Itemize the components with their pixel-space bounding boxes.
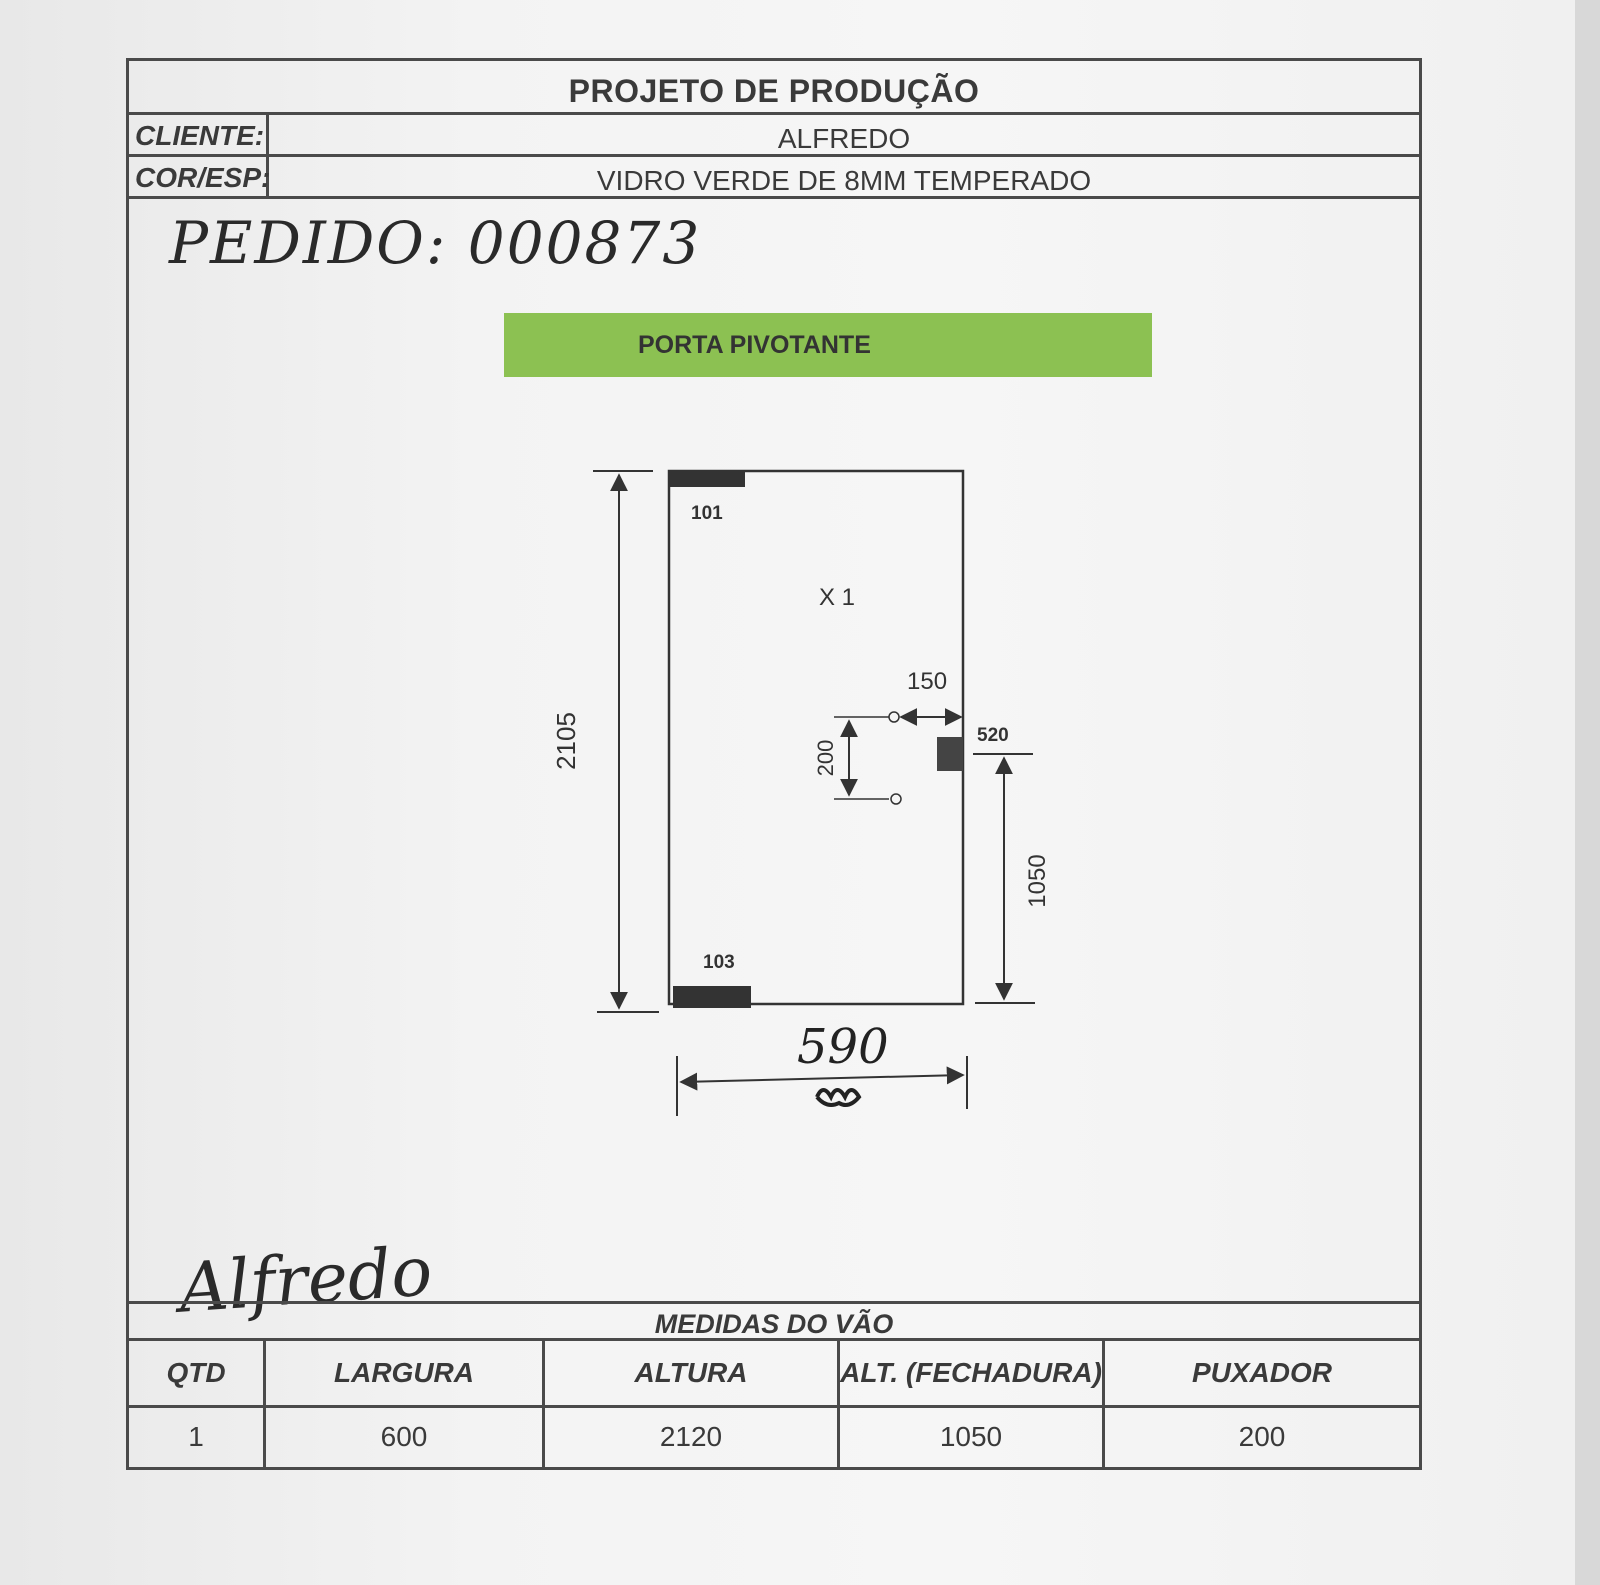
- quantity-label: X 1: [819, 584, 855, 611]
- header-largura: LARGURA: [263, 1341, 545, 1408]
- door-type-banner: PORTA PIVOTANTE: [504, 313, 1152, 377]
- header-fechadura: ALT. (FECHADURA): [837, 1341, 1105, 1408]
- height-label: 2105: [551, 712, 581, 770]
- header-altura: ALTURA: [542, 1341, 840, 1408]
- medidas-header-row: QTD LARGURA ALTURA ALT. (FECHADURA) PUXA…: [129, 1341, 1419, 1408]
- pedido-handwritten: PEDIDO: 000873: [169, 209, 702, 277]
- handle-hole-bottom: [890, 793, 902, 805]
- cor-value: VIDRO VERDE DE 8MM TEMPERADO: [596, 165, 1092, 196]
- bottom-pivot-label: 103: [703, 952, 735, 973]
- medidas-table: QTD LARGURA ALTURA ALT. (FECHADURA) PUXA…: [129, 1341, 1419, 1467]
- medidas-value-row: 1 600 2120 1050 200: [129, 1404, 1419, 1467]
- handle-length-label: 200: [813, 740, 838, 777]
- lock-label: 520: [977, 725, 1009, 746]
- handle-hole-top: [888, 711, 900, 723]
- cor-label-cell: COR/ESP:: [129, 157, 271, 196]
- top-pivot-block: [669, 471, 745, 487]
- header-qtd: QTD: [129, 1341, 266, 1408]
- cor-label: COR/ESP:: [135, 162, 271, 193]
- production-form: PROJETO DE PRODUÇÃO CLIENTE: ALFREDO COR…: [126, 58, 1422, 1470]
- form-title: PROJETO DE PRODUÇÃO: [129, 61, 1419, 115]
- door-technical-drawing: 101 103 X 1 2105 200 150 520 1050: [551, 469, 1051, 1116]
- width-scribble: [815, 1088, 862, 1107]
- value-largura: 600: [263, 1404, 545, 1467]
- client-label: CLIENTE:: [135, 120, 265, 151]
- width-dimension-line: [679, 1066, 965, 1091]
- value-puxador: 200: [1102, 1404, 1419, 1467]
- value-altura: 2120: [542, 1404, 840, 1467]
- client-row: CLIENTE: ALFREDO: [129, 115, 1419, 157]
- bottom-pivot-block: [673, 986, 751, 1008]
- door-outline: [667, 469, 965, 1006]
- handle-offset-label: 150: [907, 668, 947, 695]
- width-handwritten: 590: [797, 1019, 889, 1075]
- value-qtd: 1: [129, 1404, 266, 1467]
- cor-row: COR/ESP: VIDRO VERDE DE 8MM TEMPERADO: [129, 157, 1419, 199]
- underlying-sheet-edge: [1575, 0, 1600, 1585]
- client-value: ALFREDO: [777, 123, 911, 154]
- medidas-title: MEDIDAS DO VÃO: [129, 1301, 1419, 1341]
- value-fechadura: 1050: [837, 1404, 1105, 1467]
- header-puxador: PUXADOR: [1102, 1341, 1419, 1408]
- top-pivot-label: 101: [691, 503, 723, 524]
- client-label-cell: CLIENTE:: [129, 115, 269, 154]
- lock-height-label: 1050: [1024, 854, 1051, 907]
- lock-block: [937, 737, 963, 771]
